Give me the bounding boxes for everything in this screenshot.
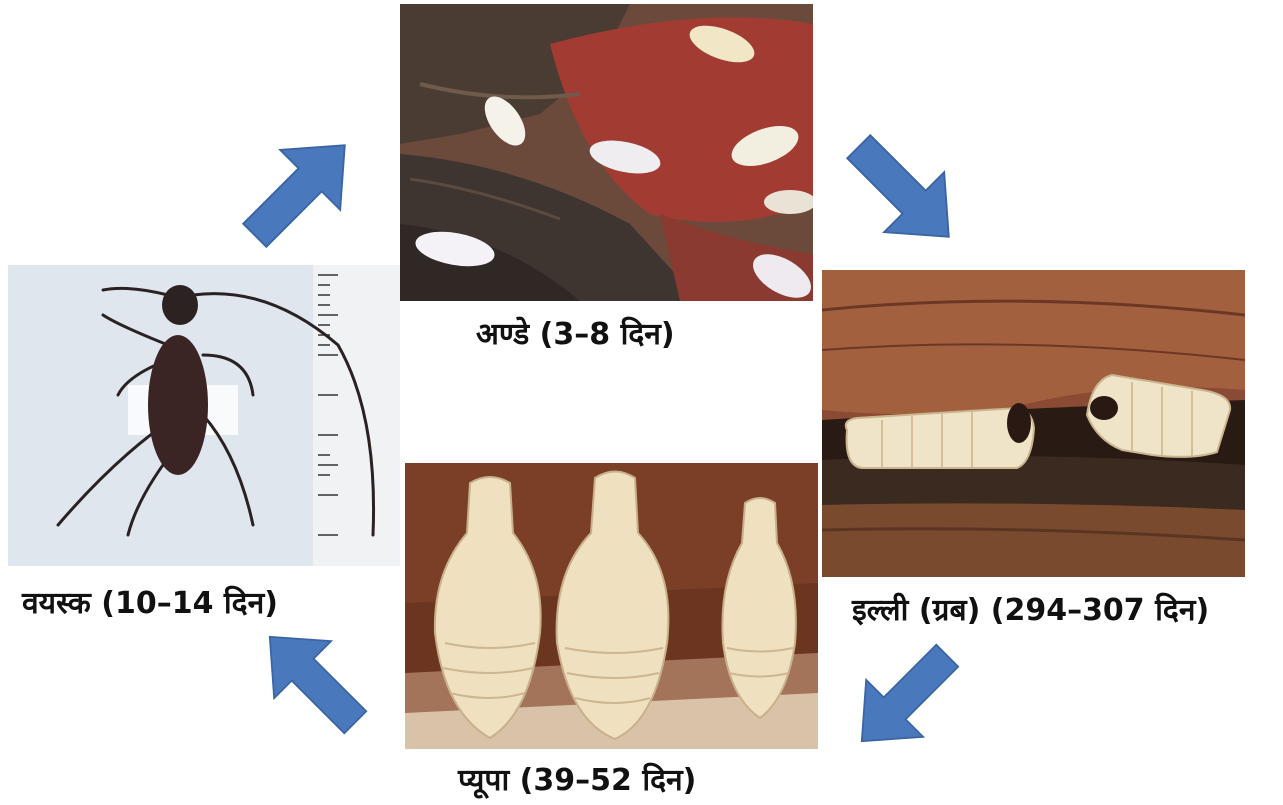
arrow-adult-to-eggs (232, 136, 356, 256)
eggs-label: अण्डे (3–8 दिन) (476, 320, 675, 350)
adult-label: वयस्क (10–14 दिन) (22, 589, 278, 619)
eggs-photo (400, 4, 813, 301)
arrow-eggs-to-larva (836, 126, 960, 246)
arrow-pupa-to-adult (256, 628, 380, 742)
pupa-label: प्यूपा (39–52 दिन) (458, 766, 696, 796)
larva-photo (822, 270, 1245, 577)
pupa-photo (405, 463, 818, 749)
adult-photo (8, 265, 400, 566)
larva-label: इल्ली (ग्रब) (294–307 दिन) (852, 596, 1209, 626)
arrow-larva-to-pupa (848, 636, 972, 750)
